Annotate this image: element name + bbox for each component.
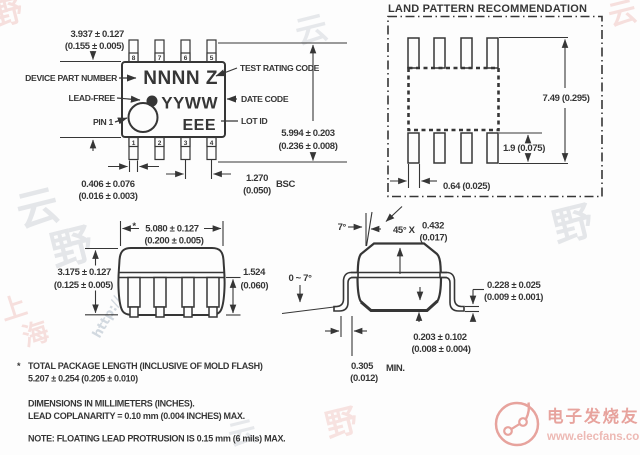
dim-foot-length-in: (0.012) — [350, 373, 378, 384]
notes-block: * TOTAL PACKAGE LENGTH (INCLUSIVE OF MOL… — [17, 361, 286, 444]
elecfans-logo-circle — [494, 401, 540, 447]
elecfans-logo-tail — [524, 402, 531, 420]
callout-pin1: PIN 1 — [93, 117, 114, 127]
dim-chamfer-in: (0.017) — [420, 233, 448, 244]
dim-land-pad-length — [499, 132, 542, 162]
dim-lead-thickness-mm: 0.228 ± 0.025 — [487, 280, 542, 291]
dim-lead-width — [108, 160, 159, 172]
callout-device-part-number: DEVICE PART NUMBER — [25, 73, 118, 83]
pin-number: 5 — [210, 55, 214, 62]
pin-number: 6 — [184, 55, 188, 62]
pin-number: 1 — [132, 140, 136, 147]
top-view-leaders — [114, 67, 238, 125]
dim-land-overall — [499, 36, 569, 165]
top-view — [60, 39, 347, 179]
dim-lead-span-mm: 5.994 ± 0.203 — [281, 128, 335, 139]
dim-body-width-mm: 3.937 ± 0.127 — [71, 29, 125, 40]
dim-chamfer — [385, 206, 404, 274]
dim-front-lead-length-mm: 1.524 — [243, 267, 266, 278]
note-line2: 5.207 ± 0.254 (0.205 ± 0.010) — [28, 374, 138, 384]
dim-pitch-mm: 1.270 — [246, 173, 268, 184]
note-line1: TOTAL PACKAGE LENGTH (INCLUSIVE OF MOLD … — [28, 361, 263, 371]
dim-pitch-note: BSC — [276, 179, 295, 190]
dim-front-height-in: (0.125 ± 0.005) — [54, 280, 113, 291]
end-lead-left — [333, 271, 359, 312]
callout-lead-free: LEAD-FREE — [69, 93, 116, 103]
pin-number: 8 — [132, 55, 136, 62]
elecfans-logo-trace — [510, 422, 521, 431]
elecfans-logo-node — [503, 426, 513, 436]
dim-land-pad-width-text: 0.64 (0.025) — [443, 181, 490, 192]
dim-body-width — [60, 51, 121, 151]
dim-standoff-mm: 0.203 ± 0.102 — [413, 332, 467, 343]
dim-chamfer-text: 45° X — [393, 225, 416, 236]
dim-lead-span-in: (0.236 ± 0.008) — [278, 141, 337, 152]
marking-lot-id: EEE — [182, 117, 216, 134]
dim-pitch-in: (0.050) — [243, 186, 271, 197]
dim-land-pad-length-text: 1.9 (0.075) — [503, 143, 545, 154]
dim-front-width — [119, 221, 224, 246]
dim-pitch — [166, 160, 231, 179]
dim-foot-angle — [281, 285, 339, 315]
note-line5: NOTE: FLOATING LEAD PROTRUSION IS 0.15 m… — [28, 434, 285, 444]
land-pattern-pads-top — [407, 37, 499, 69]
dim-front-width-mm: 5.080 ± 0.127 — [145, 224, 199, 235]
land-pattern — [387, 15, 603, 198]
end-lead-right — [439, 271, 465, 312]
front-leads — [127, 276, 220, 318]
lead-free-dot — [146, 95, 158, 107]
dim-body-width-in: (0.155 ± 0.005) — [65, 41, 124, 52]
elecfans-logo-url: www.elecfans.com — [546, 431, 640, 443]
elecfans-logo: 电子发烧友 www.elecfans.com — [494, 401, 640, 447]
dim-front-lead-length — [226, 276, 241, 316]
dim-land-pad-width — [390, 164, 437, 188]
dim-foot-length — [325, 316, 367, 356]
dim-foot-length-mm: 0.305 — [351, 361, 374, 372]
top-view-pins-bottom — [128, 136, 217, 161]
dim-land-overall-text: 7.49 (0.295) — [542, 93, 589, 104]
dim-front-height-mm: 3.175 ± 0.127 — [58, 267, 112, 278]
dim-lead-thickness-in: (0.009 ± 0.001) — [484, 292, 543, 303]
dim-top-angle — [348, 211, 381, 247]
front-view — [85, 221, 241, 318]
pin-number: 2 — [158, 140, 162, 147]
dim-front-width-star: * — [132, 221, 136, 232]
end-view — [281, 206, 484, 356]
elecfans-logo-title: 电子发烧友 — [547, 406, 640, 426]
dim-chamfer-mm: 0.432 — [422, 221, 444, 232]
callout-date-code: DATE CODE — [241, 94, 289, 104]
dim-top-angle-text: 7° — [338, 222, 347, 233]
dim-lead-span — [218, 42, 347, 163]
dim-front-height — [85, 247, 118, 316]
note-star: * — [17, 361, 21, 371]
dim-standoff-in: (0.008 ± 0.004) — [411, 344, 470, 355]
elecfans-logo-node — [518, 417, 528, 427]
marking-part-number: NNNN Z — [143, 68, 218, 89]
dim-foot-angle-text: 0 ~ 7° — [288, 273, 312, 284]
pin-number: 7 — [158, 55, 162, 62]
top-view-pins-top — [128, 39, 217, 63]
dim-standoff — [415, 287, 424, 322]
dim-front-lead-length-in: (0.060) — [241, 281, 269, 292]
note-line4: LEAD COPLANARITY = 0.10 mm (0.004 INCHES… — [28, 411, 245, 421]
marking-date-code: YYWW — [161, 94, 218, 113]
note-line3: DIMENSIONS IN MILLIMETERS (INCHES). — [28, 399, 195, 409]
pin-number: 3 — [184, 140, 188, 147]
dim-lead-thickness — [465, 288, 484, 322]
pin-number: 4 — [210, 140, 214, 147]
pin1-indicator-circle — [127, 102, 159, 133]
dim-front-width-in: (0.200 ± 0.005) — [144, 236, 203, 247]
land-pattern-border — [387, 15, 603, 198]
end-body-bottom-bold — [360, 299, 439, 312]
land-pattern-title: LAND PATTERN RECOMMENDATION — [388, 3, 587, 15]
callout-lot-id: LOT ID — [241, 116, 267, 126]
callout-test-rating-code: TEST RATING CODE — [240, 63, 320, 73]
dim-lead-width-in: (0.016 ± 0.003) — [78, 191, 137, 202]
package-body-outline — [121, 61, 226, 138]
dim-foot-length-note: MIN. — [386, 363, 405, 374]
dim-lead-width-mm: 0.406 ± 0.076 — [81, 179, 135, 190]
land-pattern-pads-bottom — [407, 132, 499, 164]
land-pattern-package-outline — [407, 66, 500, 132]
